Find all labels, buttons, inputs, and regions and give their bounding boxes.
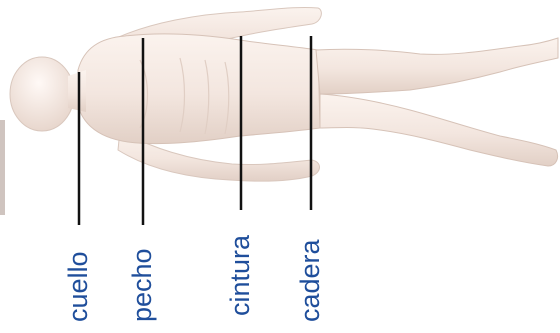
chest-label: pecho: [129, 248, 156, 322]
lower-leg: [320, 94, 558, 166]
torso: [78, 34, 320, 144]
neck: [68, 70, 86, 112]
waist-label: cintura: [227, 235, 254, 316]
neck-label: cuello: [65, 251, 92, 322]
head: [10, 57, 74, 131]
edge-shadow: [0, 120, 5, 215]
upper-leg: [316, 38, 558, 94]
hip-label: cadera: [297, 239, 324, 322]
